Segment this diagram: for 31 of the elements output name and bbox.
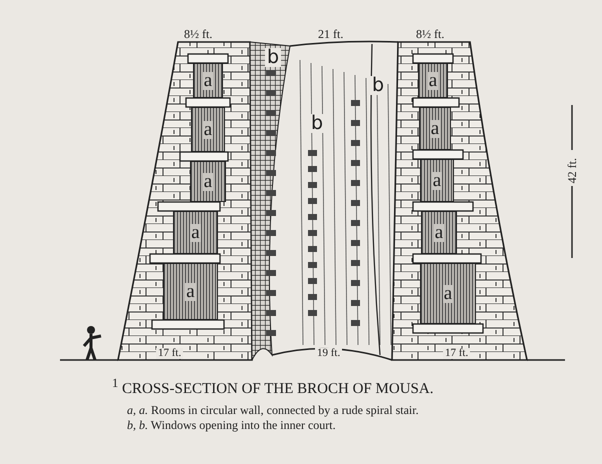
room-letter: a xyxy=(202,172,214,190)
room-panel xyxy=(420,263,476,324)
room-letter: a xyxy=(434,224,444,242)
dimension-label: 19 ft. xyxy=(315,348,342,359)
room-letter: a xyxy=(202,72,214,90)
dimension-label: 8½ ft. xyxy=(182,28,214,40)
dimension-label: 17 ft. xyxy=(443,348,470,359)
legend-note: a, a. Rooms in circular wall, connected by a rude spiral stair. xyxy=(127,403,419,418)
room-panel xyxy=(191,107,225,152)
figure-caption: $^{1}$ CROSS-SECTION OF THE BROCH OF MOUSA. xyxy=(112,376,434,398)
room-panel xyxy=(421,211,457,254)
room-letter: a xyxy=(432,172,442,190)
room-panel xyxy=(190,161,226,202)
dimension-label: 8½ ft. xyxy=(414,28,446,40)
room-panel xyxy=(418,63,448,98)
dimension-label: 17 ft. xyxy=(156,348,184,359)
window-letter: b xyxy=(265,48,282,67)
room-panel xyxy=(419,107,451,150)
dimension-label: 21 ft. xyxy=(316,28,346,40)
room-letter: a xyxy=(430,120,440,138)
room-letter: a xyxy=(202,120,214,138)
room-letter: a xyxy=(185,282,196,300)
room-letter: a xyxy=(442,284,454,302)
room-letter: a xyxy=(428,72,438,90)
room-panel xyxy=(193,63,223,98)
window-letter: b xyxy=(309,114,326,133)
room-letter: a xyxy=(190,224,201,242)
room-panel xyxy=(173,211,218,254)
legend-note: b, b. Windows opening into the inner court. xyxy=(127,418,336,433)
room-panel xyxy=(420,159,454,202)
room-panel xyxy=(163,263,218,320)
